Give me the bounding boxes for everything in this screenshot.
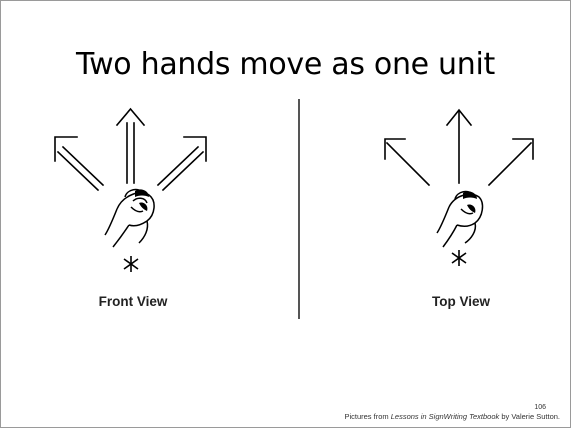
slide-title: Two hands move as one unit: [1, 47, 570, 82]
double-arrow-up-icon: [117, 109, 144, 183]
double-arrow-up-right-icon: [158, 137, 206, 190]
hands-shading-icon: [463, 191, 477, 213]
hands-handshape-icon: [437, 192, 482, 247]
credit-suffix: by Valerie Sutton.: [499, 412, 560, 421]
top-view-figure: Top View: [371, 97, 551, 327]
double-arrow-up-left-icon: [55, 137, 103, 190]
credit-prefix: Pictures from: [344, 412, 390, 421]
arrow-up-right-icon: [489, 139, 533, 185]
hands-handshape-icon: [105, 190, 154, 247]
top-view-caption: Top View: [371, 294, 551, 309]
image-credit: Pictures from Lessons in SignWriting Tex…: [344, 412, 560, 421]
slide-footer: 106 Pictures from Lessons in SignWriting…: [344, 404, 560, 421]
front-view-caption: Front View: [43, 294, 223, 309]
hands-shading-icon: [135, 189, 149, 211]
asterisk-contact-icon: [124, 256, 138, 272]
front-view-sign-diagram: [43, 97, 223, 292]
asterisk-contact-icon: [452, 250, 466, 266]
arrow-up-icon: [447, 110, 471, 183]
front-view-figure: Front View: [43, 97, 223, 327]
vertical-divider: [298, 99, 300, 319]
arrow-up-left-icon: [385, 139, 429, 185]
credit-book-title: Lessons in SignWriting Textbook: [391, 412, 500, 421]
page-number: 106: [344, 404, 546, 412]
top-view-sign-diagram: [371, 97, 551, 292]
